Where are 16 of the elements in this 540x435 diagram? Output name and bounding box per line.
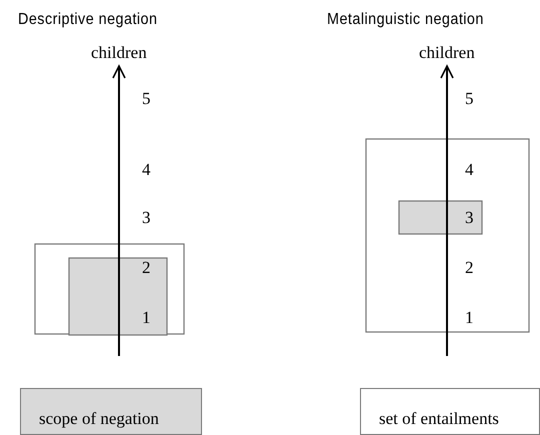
tick-label: 4 [465,161,474,178]
tick-label: 1 [465,309,474,326]
tick-label: 2 [142,259,150,276]
tick-label: 2 [465,259,474,276]
panel-title: Metalinguistic negation [327,12,484,28]
tick-label: 3 [465,209,474,226]
panel-title: Descriptive negation [18,12,158,28]
legend-label: scope of negation [39,409,159,428]
tick-label: 5 [465,90,474,107]
axis-label: children [91,44,147,61]
tick-label: 3 [142,209,150,226]
legend-label: set of entailments [379,409,499,428]
tick-label: 1 [142,309,150,326]
axis-label: children [419,44,475,61]
tick-label: 5 [142,90,150,107]
tick-label: 4 [142,161,150,178]
